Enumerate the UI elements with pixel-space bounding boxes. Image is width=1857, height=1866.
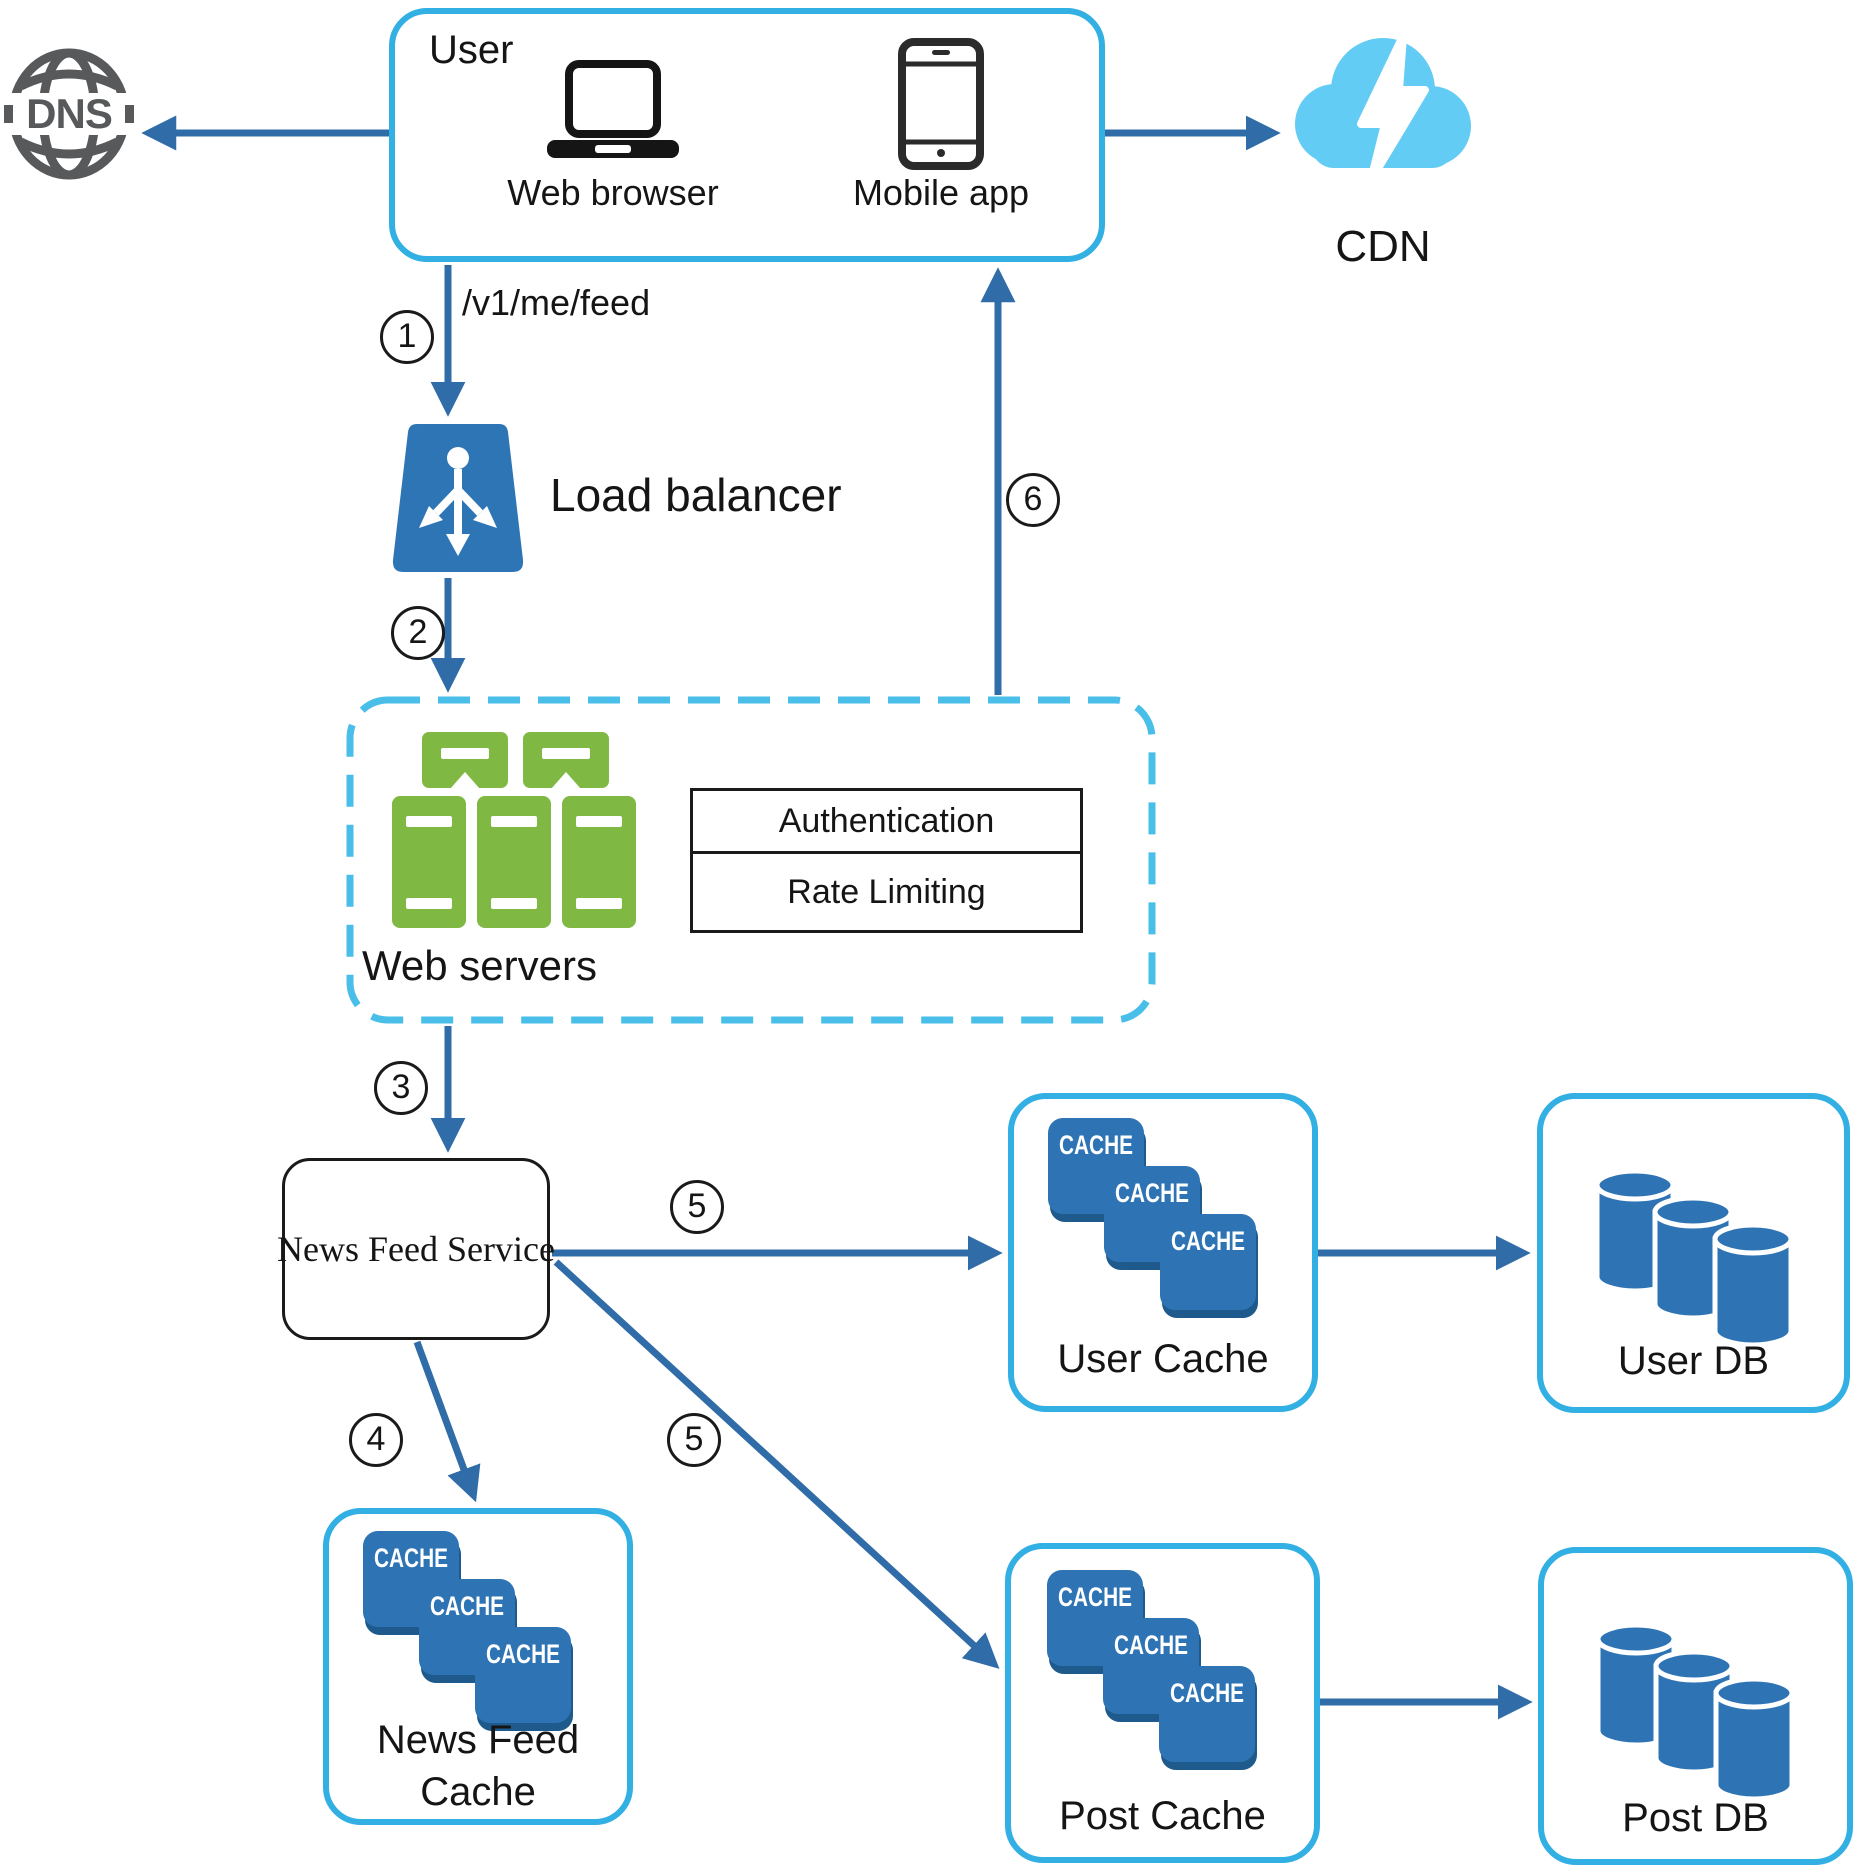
cache-stack-icon: CACHE CACHE CACHE — [1039, 1565, 1264, 1775]
post-db-label: Post DB — [1622, 1796, 1769, 1840]
web-servers-icon — [392, 732, 637, 932]
user-db-label: User DB — [1617, 1339, 1770, 1383]
web-browser-label: Web browser — [507, 172, 719, 213]
news-feed-cache-label: News Feed Cache — [376, 1718, 580, 1814]
user-title: User — [429, 28, 514, 72]
authentication-module: Authentication — [690, 788, 1083, 854]
mobile-phone-icon — [896, 38, 986, 170]
step-circle-2: 2 — [391, 606, 445, 660]
cache-icon-text: CACHE — [1058, 1582, 1132, 1612]
user-db-box: User DB — [1537, 1093, 1850, 1413]
user-box: User Web browser Mobile app — [389, 8, 1105, 262]
step-circle-4: 4 — [349, 1413, 403, 1467]
post-cache-label: Post Cache — [1059, 1794, 1266, 1838]
cdn-label: CDN — [1335, 222, 1431, 271]
news-feed-service-box: News Feed Service — [277, 1158, 555, 1340]
cache-icon-text: CACHE — [1114, 1630, 1188, 1660]
dns-label: DNS — [26, 90, 112, 137]
web-servers-group-border — [346, 696, 1156, 1024]
database-stack-icon — [1577, 1157, 1827, 1353]
cache-icon-text: CACHE — [430, 1591, 504, 1621]
database-stack-icon — [1578, 1611, 1828, 1807]
post-cache-box: CACHE CACHE CACHE Post Cache — [1005, 1543, 1320, 1863]
step-circle-3: 3 — [374, 1061, 428, 1115]
lightning-bolt-icon — [1357, 32, 1429, 184]
post-db-box: Post DB — [1538, 1547, 1853, 1865]
laptop-icon — [533, 58, 693, 166]
news-feed-service-label: News Feed Service — [277, 1229, 555, 1269]
step-circle-1: 1 — [380, 310, 434, 364]
cache-stack-icon: CACHE CACHE CACHE — [1040, 1113, 1265, 1323]
cache-icon-text: CACHE — [1059, 1130, 1133, 1160]
cache-icon-text: CACHE — [374, 1543, 448, 1573]
request-path-label: /v1/me/feed — [462, 282, 651, 323]
cache-icon-text: CACHE — [486, 1639, 560, 1669]
load-balancer-node — [383, 420, 533, 580]
step-circle-5b: 5 — [667, 1413, 721, 1467]
rate-limiting-label: Rate Limiting — [787, 872, 986, 911]
news-feed-cache-box: CACHE CACHE CACHE News Feed Cache — [323, 1508, 633, 1825]
step-circle-5a: 5 — [670, 1180, 724, 1234]
authentication-label: Authentication — [778, 801, 995, 840]
step-circle-6: 6 — [1006, 473, 1060, 527]
cache-icon-text: CACHE — [1171, 1226, 1245, 1256]
edge-news-feed-service-to-post-cache — [553, 1259, 1000, 1669]
load-balancer-icon — [392, 424, 524, 572]
dns-globe-icon: DNS — [4, 48, 134, 180]
cache-stack-icon: CACHE CACHE CACHE — [355, 1526, 580, 1736]
mobile-app-label: Mobile app — [852, 172, 1030, 213]
rate-limiting-module: Rate Limiting — [690, 851, 1083, 933]
cache-icon-text: CACHE — [1115, 1178, 1189, 1208]
user-cache-label: User Cache — [1057, 1337, 1269, 1381]
cdn-node — [1283, 25, 1483, 197]
load-balancer-label: Load balancer — [550, 469, 842, 521]
user-cache-box: CACHE CACHE CACHE User Cache — [1008, 1093, 1318, 1412]
cdn-cloud-icon — [1295, 32, 1471, 184]
cache-icon-text: CACHE — [1170, 1678, 1244, 1708]
edge-news-feed-service-to-news-feed-cache — [413, 1340, 481, 1503]
web-servers-label: Web servers — [362, 942, 597, 989]
dns-node: DNS — [4, 44, 134, 184]
